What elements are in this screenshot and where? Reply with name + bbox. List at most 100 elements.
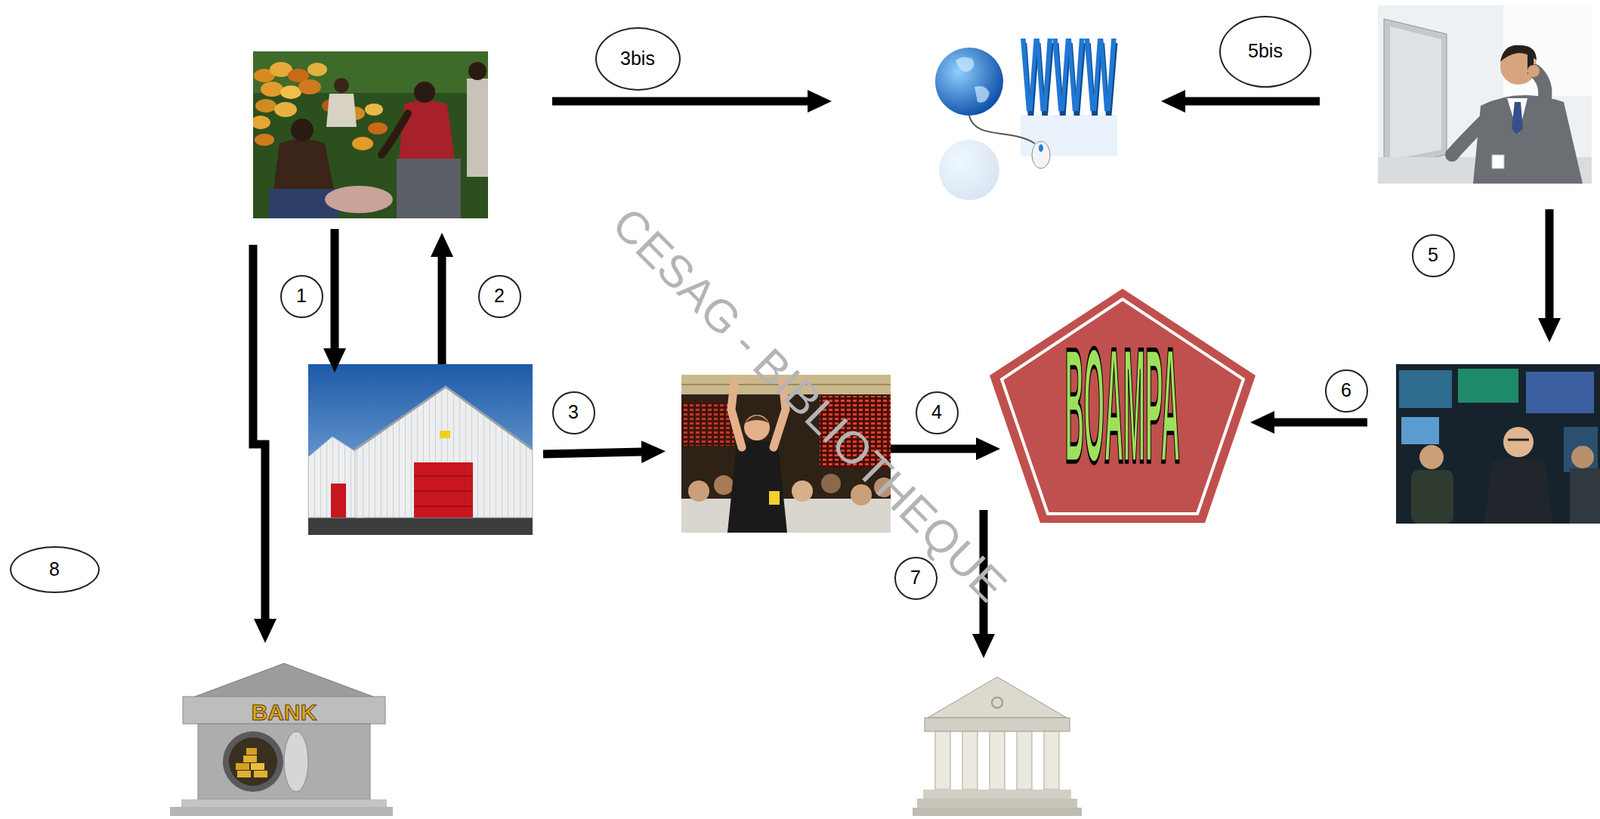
businessman-photo — [1389, 26, 1442, 161]
warehouse-photo — [330, 483, 346, 518]
stock-exchange-photo — [1396, 364, 1600, 524]
warehouse-photo — [439, 430, 451, 439]
cocoa-farmers-photo — [326, 93, 357, 127]
warehouse-photo — [355, 386, 533, 450]
callout-number: 6 — [1325, 369, 1369, 413]
stock-exchange-photo — [1569, 468, 1600, 524]
cocoa-farmers-photo — [396, 158, 461, 219]
bank-icon — [228, 737, 278, 786]
callout-number: 2 — [478, 274, 522, 319]
stock-exchange-photo — [1399, 370, 1452, 408]
flow-arrow — [552, 97, 810, 106]
cocoa-farmers-photo — [364, 103, 384, 116]
cocoa-farmers-photo — [260, 81, 284, 97]
flow-arrow — [438, 255, 447, 365]
bank-icon — [169, 806, 393, 816]
callout-label: 5 — [1427, 244, 1439, 266]
cocoa-farmers-photo — [367, 122, 388, 135]
stock-exchange-photo — [1411, 469, 1454, 524]
cocoa-farmers-photo — [413, 81, 436, 103]
cocoa-farmers-photo — [352, 136, 374, 151]
cocoa-farmers-photo — [398, 100, 455, 161]
internet-icon — [974, 86, 990, 103]
institution-building-icon — [912, 676, 1082, 816]
internet-icon — [955, 56, 974, 72]
cocoa-farmers-photo — [466, 78, 489, 177]
flow-arrow — [1183, 97, 1320, 106]
cocoa-farmers-photo — [273, 138, 334, 191]
warehouse-photo — [355, 386, 533, 518]
institution-building-icon — [1044, 731, 1060, 790]
trading-floor-photo — [744, 414, 770, 441]
stock-exchange-photo — [1503, 426, 1534, 458]
cocoa-farmers-photo — [298, 79, 322, 95]
businessman-photo — [1473, 95, 1583, 184]
flow-arrow — [543, 451, 643, 455]
warehouse-photo — [413, 490, 473, 492]
stock-exchange-photo — [1507, 438, 1529, 442]
bank-sign: BANK — [227, 701, 341, 724]
cocoa-farmers-photo — [468, 61, 487, 81]
callout-label: 8 — [49, 559, 60, 581]
businessman-photo — [1491, 154, 1505, 169]
cocoa-farmers-photo — [280, 85, 302, 99]
stock-exchange-photo — [1525, 371, 1594, 414]
callout-label: 6 — [1340, 379, 1352, 402]
institution-building-icon — [923, 789, 1072, 799]
cocoa-farmers-photo — [255, 98, 277, 113]
stock-exchange-photo — [1401, 416, 1440, 445]
institution-building-icon — [1016, 731, 1032, 790]
businessman-photo — [1451, 120, 1485, 155]
callout-number: 8 — [9, 546, 100, 594]
bank-icon — [169, 663, 393, 816]
trading-floor-photo — [821, 473, 841, 494]
callout-number: 3 — [552, 391, 596, 435]
businessman-photo — [1511, 101, 1523, 135]
warehouse-photo — [308, 364, 533, 535]
cocoa-farmers-photo — [333, 77, 350, 93]
cocoa-farmers-photo — [253, 51, 489, 219]
trading-floor-photo — [731, 382, 742, 448]
cocoa-farmers-photo — [290, 118, 314, 142]
institution-building-icon — [917, 798, 1078, 808]
trading-floor-photo — [713, 475, 734, 495]
stock-exchange-photo — [1484, 457, 1553, 524]
warehouse-photo — [413, 505, 473, 507]
logo-text: WWW — [1020, 22, 1117, 129]
stock-exchange-photo — [1396, 364, 1600, 524]
internet-icon — [935, 47, 1004, 116]
callout-number: 4 — [915, 391, 959, 435]
stock-exchange-photo — [1457, 368, 1519, 403]
warehouse-photo — [308, 364, 533, 535]
trading-floor-photo — [791, 480, 813, 502]
bank-icon — [181, 799, 387, 807]
warehouse-photo — [413, 475, 473, 477]
cocoa-farmers-photo — [381, 113, 408, 155]
bank-icon — [253, 770, 268, 778]
institution-building-icon — [962, 731, 978, 790]
cocoa-farmers-photo — [253, 51, 489, 219]
callout-number: 3bis — [595, 27, 681, 91]
callout-number: 7 — [894, 556, 938, 600]
businessman-photo — [1383, 18, 1447, 168]
trading-floor-photo — [727, 440, 788, 533]
stock-exchange-photo — [1419, 444, 1444, 470]
pentagon-shape — [1001, 299, 1244, 514]
bank-icon — [284, 731, 309, 792]
callout-label: 3 — [568, 401, 579, 424]
bank-icon — [188, 663, 380, 699]
internet-icon — [938, 139, 1000, 201]
cocoa-farmers-photo — [254, 133, 275, 146]
flow-arrow — [330, 228, 340, 350]
callout-label: 7 — [910, 567, 921, 589]
bank-icon — [182, 696, 386, 724]
institution-building-icon — [935, 731, 951, 790]
trading-floor-photo — [681, 401, 735, 446]
cocoa-farmers-photo — [253, 115, 271, 130]
businessman-photo — [1507, 98, 1528, 135]
bank-icon — [222, 731, 284, 792]
institution-building-icon — [989, 731, 1005, 790]
businessman-photo — [1535, 71, 1545, 108]
pentagon-node: BOAMPA — [989, 288, 1256, 523]
bank-icon — [250, 762, 265, 770]
